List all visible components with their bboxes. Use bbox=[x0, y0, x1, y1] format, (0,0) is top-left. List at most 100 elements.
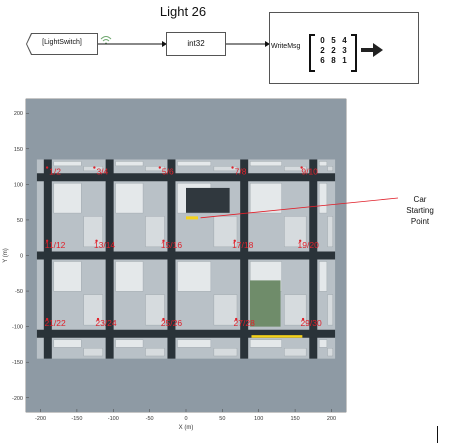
light-label: 1/2 bbox=[49, 167, 61, 177]
arrow-right-icon bbox=[361, 43, 383, 57]
y-tick-label: 50 bbox=[17, 218, 23, 224]
light-label: 23/24 bbox=[95, 318, 117, 328]
car-starting-point-note: Car Starting Point bbox=[394, 194, 446, 227]
building bbox=[327, 166, 334, 172]
building bbox=[53, 261, 82, 292]
light-marker bbox=[93, 166, 96, 169]
building bbox=[213, 294, 238, 326]
building bbox=[213, 216, 238, 248]
y-tick-label: -200 bbox=[12, 396, 23, 402]
model-title: Light 26 bbox=[159, 4, 207, 19]
matrix-cell: 4 bbox=[342, 36, 347, 45]
building bbox=[145, 294, 165, 326]
x-tick-label: 200 bbox=[327, 416, 336, 422]
building bbox=[249, 339, 282, 348]
building bbox=[177, 261, 212, 292]
car-path-segment bbox=[251, 335, 303, 338]
building bbox=[213, 166, 238, 172]
building bbox=[284, 294, 307, 326]
building bbox=[145, 166, 165, 172]
light-marker bbox=[95, 239, 98, 243]
building bbox=[327, 294, 334, 326]
x-tick-label: 0 bbox=[184, 416, 187, 422]
building bbox=[319, 161, 328, 167]
matrix-cell: 2 bbox=[331, 46, 336, 55]
light-marker bbox=[45, 166, 49, 169]
subsystem-label: WriteMsg bbox=[271, 43, 301, 50]
light-label: 27/28 bbox=[234, 318, 256, 328]
building bbox=[53, 161, 82, 167]
y-tick-label: -100 bbox=[12, 325, 23, 331]
light-label: 15/16 bbox=[161, 240, 183, 250]
building bbox=[213, 347, 238, 357]
matrix-cell: 3 bbox=[342, 46, 347, 55]
light-label: 17/18 bbox=[232, 240, 254, 250]
y-tick-label: 200 bbox=[14, 111, 23, 117]
text-cursor bbox=[437, 426, 438, 443]
note-line: Car bbox=[413, 195, 427, 204]
light-marker bbox=[162, 317, 165, 321]
light-marker bbox=[300, 166, 303, 169]
building bbox=[83, 347, 103, 357]
light-marker bbox=[298, 239, 302, 243]
light-marker bbox=[234, 317, 238, 321]
matrix-cell: 5 bbox=[331, 36, 336, 45]
annotation-pointer bbox=[200, 197, 399, 219]
road-horizontal bbox=[36, 329, 336, 338]
matrix-cell: 1 bbox=[342, 56, 347, 65]
int32-convert-block[interactable]: int32 bbox=[166, 32, 226, 56]
light-marker bbox=[45, 317, 49, 321]
building bbox=[284, 347, 307, 357]
matrix-cell: 2 bbox=[320, 46, 325, 55]
y-tick-label: 150 bbox=[14, 147, 23, 153]
y-tick-label: -50 bbox=[15, 289, 23, 295]
light-label: 7/8 bbox=[235, 167, 247, 177]
note-line: Starting bbox=[406, 206, 434, 215]
x-tick-label: 150 bbox=[290, 416, 299, 422]
building bbox=[83, 294, 103, 326]
building bbox=[177, 161, 212, 167]
y-tick-label: 0 bbox=[20, 254, 23, 260]
convert-block-label: int32 bbox=[187, 39, 205, 48]
goto-block-lightswitch[interactable]: [LightSwitch] bbox=[26, 33, 98, 55]
building bbox=[115, 261, 144, 292]
building bbox=[53, 339, 82, 348]
light-label: 25/26 bbox=[161, 318, 183, 328]
light-marker bbox=[233, 239, 236, 243]
light-label: 19/20 bbox=[298, 240, 320, 250]
building bbox=[177, 339, 212, 348]
road-horizontal bbox=[36, 251, 336, 260]
park bbox=[250, 280, 281, 327]
light-label: 21/22 bbox=[44, 318, 66, 328]
y-tick-label: -150 bbox=[12, 360, 23, 366]
x-tick-label: -50 bbox=[146, 416, 154, 422]
matrix-cell: 0 bbox=[320, 36, 325, 45]
building bbox=[319, 261, 328, 292]
building bbox=[249, 161, 282, 167]
light-label: 29/30 bbox=[300, 318, 322, 328]
light-marker bbox=[162, 239, 165, 243]
road-horizontal bbox=[36, 173, 336, 182]
x-tick-label: -200 bbox=[35, 416, 46, 422]
light-label: 13/14 bbox=[94, 240, 116, 250]
building bbox=[284, 166, 307, 172]
y-tick-label: 100 bbox=[14, 182, 23, 188]
parking-lot bbox=[186, 187, 230, 213]
car-start-marker bbox=[186, 216, 198, 220]
building bbox=[115, 183, 144, 214]
building bbox=[145, 347, 165, 357]
x-axis-label: X (m) bbox=[179, 425, 194, 431]
matrix-cell: 6 bbox=[320, 56, 325, 65]
light-marker bbox=[45, 239, 49, 243]
building bbox=[145, 216, 165, 248]
building bbox=[284, 216, 307, 248]
goto-block-label: [LightSwitch] bbox=[42, 39, 82, 46]
building bbox=[249, 183, 282, 214]
building bbox=[83, 166, 103, 172]
light-label: 5/6 bbox=[162, 167, 174, 177]
light-marker bbox=[158, 166, 162, 169]
light-marker bbox=[96, 317, 100, 321]
